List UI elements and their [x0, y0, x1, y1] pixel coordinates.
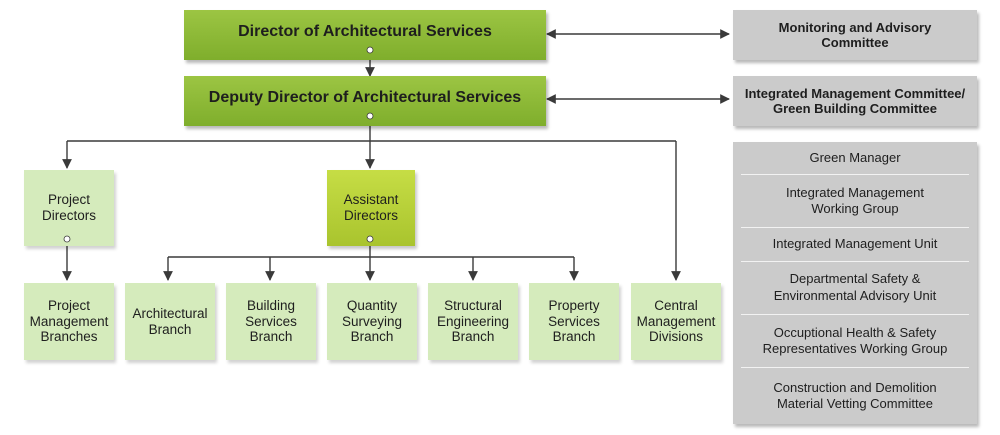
- structural-engineering-branch-box: Structural Engineering Branch: [428, 283, 518, 360]
- panel-item-label: Integrated Management Unit: [772, 236, 938, 252]
- branch-label: Property Services Branch: [548, 297, 600, 345]
- assistant-directors-box: Assistant Directors: [327, 170, 415, 246]
- deputy-director-box: Deputy Director of Architectural Service…: [184, 76, 546, 126]
- panel-item-label: Construction and Demolition Material Vet…: [773, 379, 937, 411]
- green-management-panel: Green Manager Integrated Management Work…: [733, 142, 977, 424]
- panel-item-label: Integrated Management Working Group: [785, 185, 925, 217]
- branch-label: Central Management Divisions: [636, 297, 716, 345]
- director-label: Director of Architectural Services: [238, 22, 492, 40]
- branch-label: Architectural Branch: [132, 305, 208, 337]
- panel-item-im-working-group: Integrated Management Working Group: [741, 175, 969, 229]
- integrated-committee-label: Integrated Management Committee/ Green B…: [744, 85, 966, 116]
- panel-item-safety-environmental-unit: Departmental Safety & Environmental Advi…: [741, 262, 969, 315]
- project-directors-label: Project Directors: [41, 192, 96, 223]
- integrated-committee-box: Integrated Management Committee/ Green B…: [733, 76, 977, 126]
- branch-label: Building Services Branch: [245, 297, 297, 345]
- director-box: Director of Architectural Services: [184, 10, 546, 60]
- panel-item-im-unit: Integrated Management Unit: [741, 228, 969, 262]
- architectural-branch-box: Architectural Branch: [125, 283, 215, 360]
- branch-label: Project Management Branches: [29, 297, 109, 345]
- branch-label: Quantity Surveying Branch: [341, 297, 403, 345]
- panel-item-green-manager: Green Manager: [741, 142, 969, 176]
- assistant-directors-label: Assistant Directors: [343, 192, 399, 223]
- property-services-branch-box: Property Services Branch: [529, 283, 619, 360]
- central-management-divisions-box: Central Management Divisions: [631, 283, 721, 360]
- building-services-branch-box: Building Services Branch: [226, 283, 316, 360]
- monitoring-committee-label: Monitoring and Advisory Committee: [778, 19, 932, 50]
- deputy-director-label: Deputy Director of Architectural Service…: [208, 88, 522, 106]
- project-directors-box: Project Directors: [24, 170, 114, 246]
- branch-label: Structural Engineering Branch: [436, 297, 510, 345]
- panel-item-vetting-committee: Construction and Demolition Material Vet…: [741, 368, 969, 424]
- monitoring-committee-box: Monitoring and Advisory Committee: [733, 10, 977, 60]
- panel-item-ohs-working-group: Occuptional Health & Safety Representati…: [741, 315, 969, 368]
- quantity-surveying-branch-box: Quantity Surveying Branch: [327, 283, 417, 360]
- panel-item-label: Green Manager: [809, 149, 901, 165]
- panel-item-label: Departmental Safety & Environmental Advi…: [773, 271, 937, 303]
- panel-item-label: Occuptional Health & Safety Representati…: [762, 324, 948, 356]
- project-management-branches-box: Project Management Branches: [24, 283, 114, 360]
